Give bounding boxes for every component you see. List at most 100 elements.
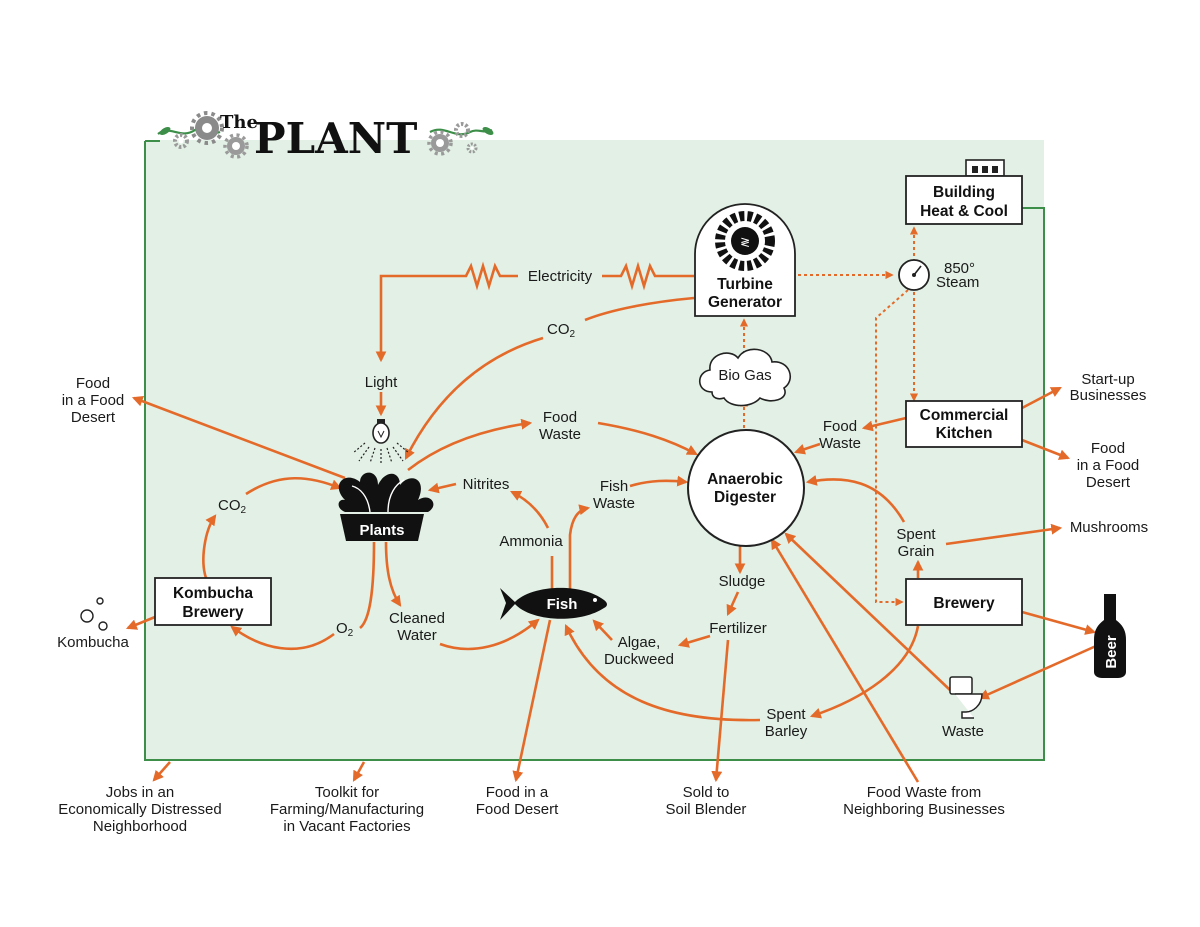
arrow-fish-food-desert — [512, 619, 552, 783]
commercial-kitchen-node: Commercial Kitchen — [905, 400, 1023, 448]
gear-icon — [427, 130, 453, 156]
spent-grain-label-2: Grain — [898, 543, 935, 560]
turbine-label-2: Generator — [708, 294, 782, 311]
arrow-ammonia-nitrites — [510, 490, 550, 529]
food-desert-bottom-2: Food Desert — [476, 801, 559, 818]
arrow-plants-cleaned-water — [384, 541, 402, 607]
plant-panel-border — [144, 140, 1045, 761]
arrow-jobs — [152, 761, 171, 782]
kitchen-label-1: Commercial — [920, 407, 1009, 424]
arrow-kitchen-food-waste — [861, 416, 907, 432]
arrow-algae-fish — [592, 619, 613, 641]
arrow-fertilizer-soil — [711, 639, 730, 783]
soil-label-1: Sold to — [683, 784, 730, 801]
arrow-fishwaste-digester — [629, 475, 689, 488]
kombucha-brewery-label-1: Kombucha — [173, 585, 253, 602]
building-heat-cool-node: Building Heat & Cool — [905, 159, 1023, 225]
arrow-co2-to-plants — [404, 336, 544, 460]
brewery-label: Brewery — [933, 595, 995, 612]
startup-label-2: Businesses — [1070, 387, 1147, 404]
arrow-brewery-beer — [1021, 610, 1097, 635]
svg-text:≷: ≷ — [740, 235, 750, 249]
steam-label-1: 850° — [944, 260, 975, 277]
arrow-electricity — [602, 261, 694, 291]
arrow-spent-grain-mushrooms — [945, 523, 1063, 546]
o2-label: O2 — [336, 620, 354, 639]
jobs-label-2: Economically Distressed — [58, 801, 221, 818]
arrow-beer-waste — [978, 644, 1097, 700]
steam-gauge-icon — [898, 259, 930, 291]
food-waste-kitchen-2: Waste — [819, 435, 861, 452]
food-desert-right-1: Food — [1091, 440, 1125, 457]
food-desert-right-3: Desert — [1086, 474, 1131, 491]
kombucha-brewery-node: Kombucha Brewery — [154, 577, 272, 626]
external-outputs: Jobs in an Economically Distressed Neigh… — [58, 784, 1005, 835]
arrow-o2-kombucha — [230, 625, 335, 650]
mushrooms-label: Mushrooms — [1070, 519, 1148, 536]
vine-right-decoration — [429, 128, 493, 136]
ammonia-label: Ammonia — [499, 533, 563, 550]
food-waste-center-2: Waste — [539, 426, 581, 443]
title-logo: The PLANT — [157, 111, 494, 163]
steam-label-2: Steam — [936, 274, 979, 291]
kombucha-brewery-label-2: Brewery — [182, 604, 244, 621]
co2-left-label: CO2 — [218, 497, 247, 516]
arrow-kitchen-food-desert — [1021, 438, 1071, 460]
waste-label: Waste — [942, 723, 984, 740]
arrow-kombucha-out — [125, 615, 156, 630]
arrow-plants-o2 — [359, 541, 376, 630]
arrow-neighbors-digester — [770, 538, 920, 783]
bubbles-icon — [80, 597, 108, 631]
fish-waste-label-2: Waste — [593, 495, 635, 512]
plants-label: Plants — [359, 522, 404, 539]
digester-label-2: Digester — [714, 489, 776, 506]
flow-arrows — [125, 226, 1097, 783]
arrow-kombucha-co2 — [202, 514, 217, 579]
arrow-waste-digester — [784, 532, 951, 691]
jobs-label-3: Neighborhood — [93, 818, 187, 835]
anaerobic-digester-node: Anaerobic Digester — [687, 429, 805, 547]
kitchen-label-2: Kitchen — [936, 425, 993, 442]
arrow-co2-turbine — [584, 296, 695, 322]
beer-bottle-icon: Beer — [1094, 594, 1126, 678]
nitrites-label: Nitrites — [463, 476, 510, 493]
light-label: Light — [365, 374, 398, 391]
flower-icon — [466, 142, 478, 154]
light-bulb-icon — [352, 419, 410, 464]
brewery-node: Brewery — [905, 578, 1023, 626]
arrow-brewery-spent-barley — [809, 625, 920, 719]
title-prefix: The — [220, 112, 258, 133]
arrow-co2-plants — [245, 476, 343, 496]
food-waste-kitchen-1: Food — [823, 418, 857, 435]
toilet-icon — [949, 676, 983, 719]
toolkit-label-2: Farming/Manufacturing — [270, 801, 424, 818]
arrow-food-waste-digester — [597, 421, 698, 456]
leaf-icon — [159, 127, 171, 135]
bio-gas-label: Bio Gas — [718, 367, 771, 384]
arrow-sludge-fertilizer — [726, 591, 740, 616]
co2-top-label: CO2 — [547, 321, 576, 340]
digester-label-1: Anaerobic — [707, 471, 783, 488]
food-desert-right-2: in a Food — [1077, 457, 1140, 474]
plants-node: Plants — [338, 472, 434, 541]
title-main: PLANT — [254, 114, 417, 163]
spent-barley-label-1: Spent — [766, 706, 806, 723]
gear-icon — [190, 111, 224, 145]
toolkit-label-3: in Vacant Factories — [283, 818, 410, 835]
jobs-label-1: Jobs in an — [106, 784, 174, 801]
fertilizer-label: Fertilizer — [709, 620, 767, 637]
arrow-food-waste-digester-right — [793, 442, 821, 455]
turbine-generator-node: ≷ Turbine Generator — [694, 203, 796, 317]
arrow-spent-grain-digester — [805, 475, 906, 523]
food-desert-left-1: Food — [76, 375, 110, 392]
food-waste-center-1: Food — [543, 409, 577, 426]
flow-labels: Electricity CO2 Light 850° Steam Food in… — [57, 260, 1148, 740]
arrow-toolkit — [352, 761, 366, 782]
arrow-fertilizer-algae — [677, 634, 711, 648]
building-heat-label-2: Heat & Cool — [920, 203, 1008, 220]
plant-leaves-icon — [338, 472, 434, 512]
arrow-kitchen-startup — [1021, 386, 1062, 410]
fish-node: Fish — [500, 587, 607, 620]
neighbors-label-1: Food Waste from — [867, 784, 981, 801]
